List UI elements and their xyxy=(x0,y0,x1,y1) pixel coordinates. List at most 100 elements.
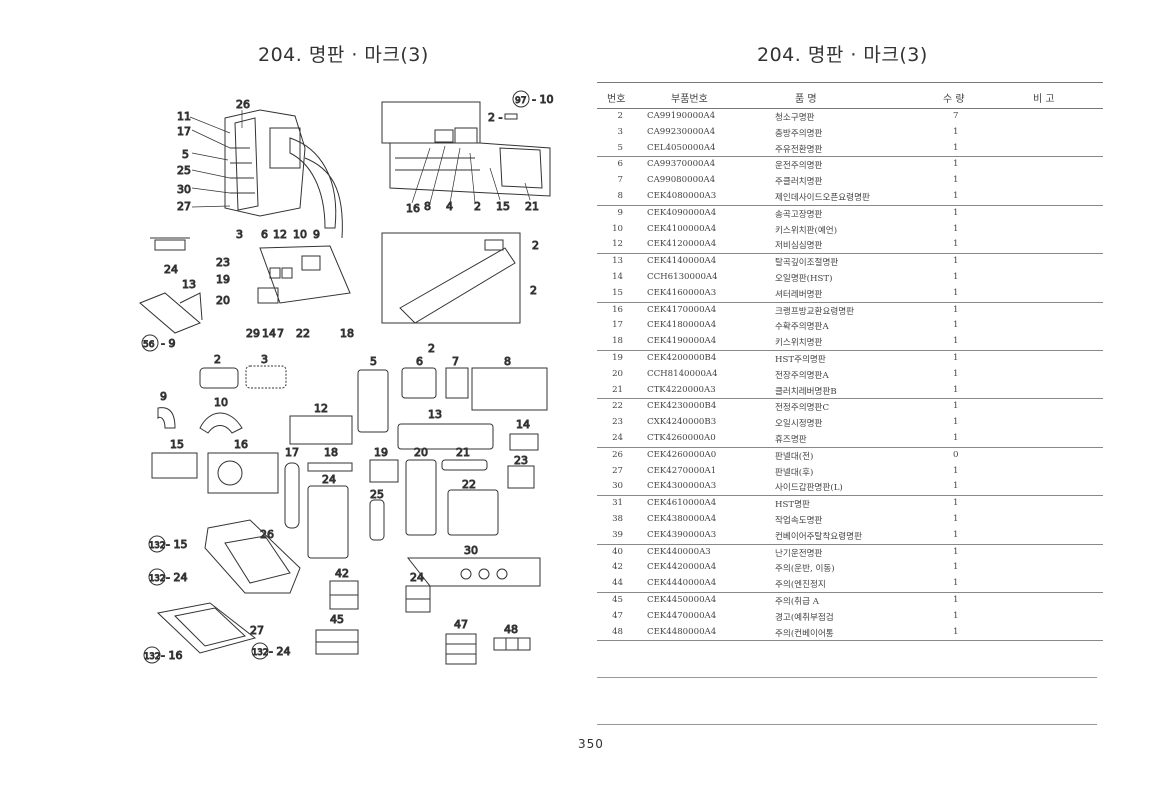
header-no: 번호 xyxy=(607,94,626,105)
row-no: 12 xyxy=(612,239,623,250)
label-13-left: 13 xyxy=(182,278,196,291)
part-13: 13 xyxy=(428,408,442,421)
row-no: 22 xyxy=(612,401,623,412)
row-part-no: CCH8140000A4 xyxy=(647,368,718,379)
row-name: 청소구명판 xyxy=(775,113,815,123)
row-part-no: CEK4180000A4 xyxy=(647,320,717,331)
row-name: 전정주의명판C xyxy=(775,403,830,414)
part-42: 42 xyxy=(335,567,349,580)
part-19: 19 xyxy=(374,446,388,459)
label-97: 97 xyxy=(515,96,526,106)
label-27: 27 xyxy=(177,200,191,213)
row-part-no: CEK4120000A4 xyxy=(647,239,717,250)
header-remark: 비 고 xyxy=(1033,94,1055,105)
row-name: 제인데사이드오픈요령명판 xyxy=(775,192,870,203)
row-part-no: CEK4610000A4 xyxy=(647,498,717,509)
row-name: 판넬대(후) xyxy=(775,467,814,478)
console-drawing xyxy=(257,245,351,304)
row-qty: 1 xyxy=(953,594,959,605)
row-name: 난기운전명판 xyxy=(775,548,823,559)
row-no: 18 xyxy=(612,336,623,347)
row-qty: 1 xyxy=(953,562,959,573)
row-part-no: CEK4230000B4 xyxy=(647,401,717,412)
part-25: 25 xyxy=(370,488,384,501)
label-30: 30 xyxy=(177,183,191,196)
callout-132-b: 132 xyxy=(149,574,165,584)
label-20: 20 xyxy=(216,294,230,307)
right-page-title: 204. 명판 · 마크(3) xyxy=(757,44,928,66)
row-name: 주의(컨베이어통 xyxy=(775,628,834,639)
row-part-no: CEK4140000A4 xyxy=(647,256,717,267)
row-part-no: CEK4380000A4 xyxy=(647,513,717,524)
label-14: 14 xyxy=(262,327,276,340)
label-12-mid: 12 xyxy=(273,228,287,241)
row-qty: 1 xyxy=(953,223,959,234)
row-name: 경고(예취부점검 xyxy=(775,612,834,623)
row-part-no: CXK4240000B3 xyxy=(647,417,717,428)
row-qty: 1 xyxy=(953,126,959,137)
row-qty: 1 xyxy=(953,190,959,201)
label-7: 7 xyxy=(277,327,284,340)
callout-16: - 16 xyxy=(161,649,182,662)
row-qty: 1 xyxy=(953,578,959,589)
row-no: 23 xyxy=(612,417,623,428)
row-no: 9 xyxy=(617,207,623,218)
row-no: 27 xyxy=(612,465,623,476)
callout-132-c: 132 xyxy=(144,652,160,662)
row-no: 44 xyxy=(612,578,623,589)
part-6: 6 xyxy=(416,355,423,368)
label-21: 21 xyxy=(525,200,539,213)
row-qty: 1 xyxy=(953,626,959,637)
row-name: 컨베이어주탈착요령명판 xyxy=(775,531,862,542)
footer-rule-2 xyxy=(597,724,1097,725)
row-part-no: CEK440000A3 xyxy=(647,546,711,557)
row-part-no: CEK4440000A4 xyxy=(647,578,717,589)
row-qty: 1 xyxy=(953,546,959,557)
part-18: 18 xyxy=(324,446,338,459)
label-17: 17 xyxy=(177,125,191,138)
label-10: - 10 xyxy=(532,93,553,106)
left-page-title: 204. 명판 · 마크(3) xyxy=(258,44,429,66)
row-qty: 1 xyxy=(953,207,959,218)
row-qty: 1 xyxy=(953,256,959,267)
row-name: 송곡고장명판 xyxy=(775,209,823,220)
part-23: 23 xyxy=(514,454,528,467)
label-2-mid1: 2 xyxy=(532,239,539,252)
row-no: 7 xyxy=(617,175,623,186)
part-27: 27 xyxy=(250,624,264,637)
row-no: 14 xyxy=(612,271,623,282)
label-16: 16 xyxy=(406,202,420,215)
row-part-no: CEL4050000A4 xyxy=(647,142,716,153)
part-17: 17 xyxy=(285,446,299,459)
row-part-no: CEK4160000A3 xyxy=(647,287,717,298)
row-name: 오일시정명판 xyxy=(775,419,823,430)
row-part-no: CEK4450000A4 xyxy=(647,594,717,605)
row-name: 클러치레버명판B xyxy=(775,386,837,397)
row-qty: 1 xyxy=(953,159,959,170)
part-8: 8 xyxy=(504,355,511,368)
row-part-no: CEK4170000A4 xyxy=(647,304,717,315)
footer-rule-1 xyxy=(597,677,1097,678)
auger-drawing xyxy=(381,232,521,324)
label-10-mid: 10 xyxy=(293,228,307,241)
row-name: 셔터레버명판 xyxy=(775,289,823,300)
label-2-b: 2 xyxy=(474,200,481,213)
row-no: 6 xyxy=(617,159,623,170)
row-name: HST명판 xyxy=(775,500,810,511)
row-name: 수확주의명판A xyxy=(775,322,829,333)
row-qty: 1 xyxy=(953,142,959,153)
row-no: 5 xyxy=(617,142,623,153)
row-qty: 1 xyxy=(953,304,959,315)
